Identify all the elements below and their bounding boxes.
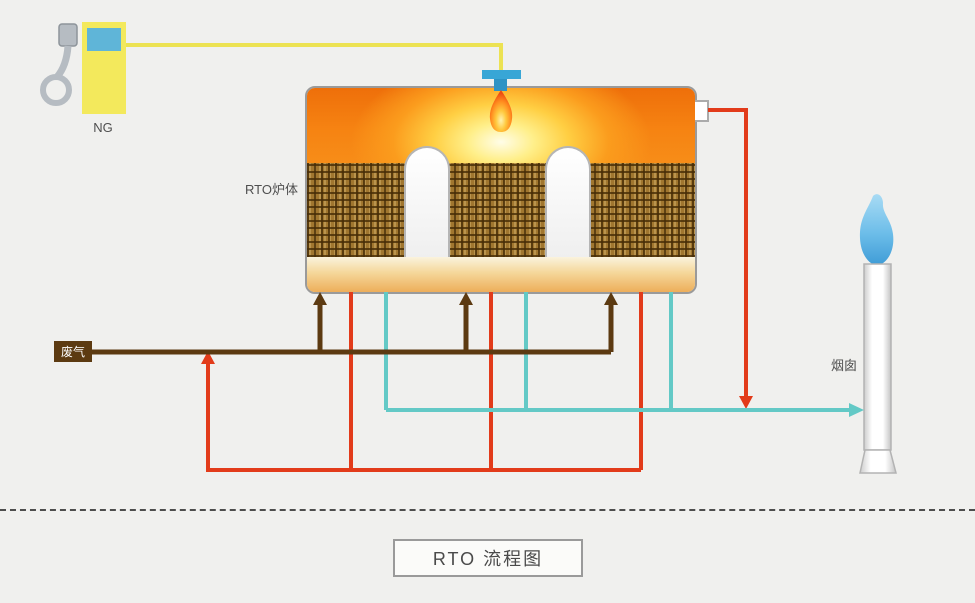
bottom-plenum [307,257,695,292]
furnace-outlet-port [695,100,709,122]
chimney [859,194,897,474]
ng-supply-line [126,43,503,70]
separator-dashed-line [0,509,975,511]
clean-gas-arrow-right [849,403,864,417]
ng-label: NG [93,120,113,135]
waste-gas-tag: 废气 [54,341,92,362]
clean-gas-lines [384,292,851,412]
hot-gas-arrow-up [201,351,215,364]
ng-pump-body [82,22,126,114]
furnace-label: RTO炉体 [245,182,298,197]
ng-pump-screen [87,28,121,51]
ceramic-media-bed [307,163,695,257]
ng-nozzle-icon [40,23,78,106]
combustion-zone [307,88,695,163]
diagram-title-box: RTO 流程图 [393,539,583,577]
rto-furnace [305,86,697,294]
hot-gas-arrow-down [739,396,753,409]
media-arch-left [404,146,450,257]
chimney-base [859,449,897,474]
chimney-tube [863,263,892,451]
chimney-flame-icon [859,194,894,266]
diagram-title: RTO 流程图 [432,549,544,569]
waste-gas-lines [92,303,614,355]
media-arch-right [545,146,591,257]
chimney-label: 烟囱 [831,358,858,373]
